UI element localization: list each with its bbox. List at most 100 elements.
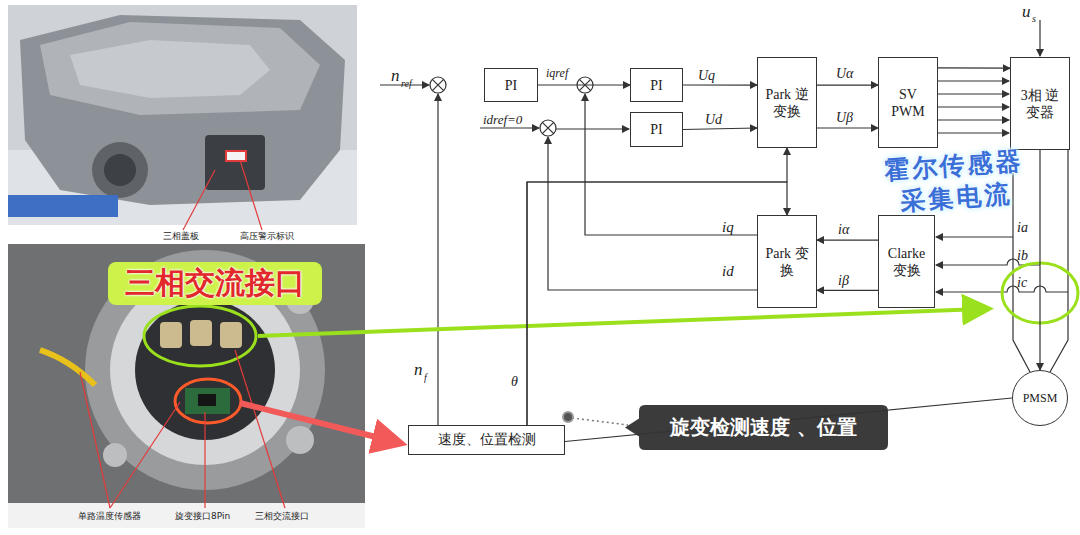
pwm-wires bbox=[938, 81, 1009, 133]
edge-label: Uβ bbox=[836, 110, 853, 126]
signal-name: iq bbox=[722, 219, 734, 236]
signal-subscript: ref bbox=[401, 78, 412, 89]
signal-connector bbox=[817, 84, 878, 85]
motor-circle: PMSM bbox=[1012, 370, 1068, 426]
node-text: PI bbox=[650, 121, 662, 138]
signal-name: ic bbox=[1017, 275, 1027, 291]
resolver-connector bbox=[198, 394, 216, 406]
terminal bbox=[160, 322, 182, 348]
part-label: 单路温度传感器 bbox=[78, 510, 141, 523]
warning-sticker bbox=[225, 150, 247, 162]
leader-line bbox=[235, 350, 285, 508]
signal-name: idref=0 bbox=[483, 112, 522, 128]
signal-wire bbox=[556, 128, 629, 129]
node-text: 速度、位置检测 bbox=[438, 431, 536, 449]
engine-cover bbox=[70, 40, 270, 98]
edge-label: iβ bbox=[838, 273, 849, 289]
part-label: 旋变接口8Pin bbox=[175, 510, 230, 523]
pointer-arrow bbox=[258, 309, 982, 336]
signal-name: id bbox=[722, 263, 734, 280]
callout-box: 旋变检测速度 、位置 bbox=[625, 405, 888, 450]
node-text: PI bbox=[650, 77, 662, 94]
node-text: Park 变换 bbox=[764, 245, 810, 279]
signal-name: n bbox=[414, 360, 423, 380]
dotted-leader bbox=[572, 418, 628, 425]
pwm-wire bbox=[938, 80, 1009, 81]
pwm-wire bbox=[938, 119, 1009, 120]
leader-line bbox=[110, 402, 180, 508]
dc-bus-wire bbox=[1039, 20, 1040, 56]
node-text: PI bbox=[505, 77, 517, 94]
signal-name: n bbox=[391, 66, 400, 86]
edge-label: Ud bbox=[705, 112, 722, 128]
signal-wire bbox=[480, 127, 539, 128]
detection-box: 速度、位置检测 bbox=[408, 425, 565, 455]
id-feedback-wire bbox=[548, 137, 757, 290]
resolver-pcb bbox=[185, 388, 230, 414]
callout-note: 霍尔传感器 采集电流 bbox=[868, 144, 1042, 220]
speed-feedback-wire bbox=[437, 94, 438, 425]
node-text: PMSM bbox=[1023, 391, 1058, 406]
node-text: SV PWM bbox=[885, 86, 931, 120]
pwm-box: SV PWM bbox=[878, 57, 938, 148]
leader-line bbox=[80, 372, 110, 508]
callout-banner: 三相交流接口 bbox=[108, 262, 322, 305]
phase-wire bbox=[1050, 150, 1068, 372]
signal-connector bbox=[683, 128, 757, 130]
terminal bbox=[220, 322, 242, 348]
pwm-wire bbox=[938, 132, 1009, 133]
signal-connector bbox=[683, 84, 757, 85]
iq-feedback-wire bbox=[585, 94, 757, 235]
signal-connector bbox=[527, 182, 787, 425]
signal-subscript: f bbox=[424, 372, 427, 383]
part-label: 高压警示标识 bbox=[240, 230, 294, 243]
terminal bbox=[190, 320, 212, 346]
node-text: 三相交流接口 bbox=[125, 263, 305, 304]
pwm-wire bbox=[938, 93, 1009, 94]
engine-port bbox=[104, 154, 136, 186]
leader-line bbox=[204, 412, 205, 508]
signal-name: ia bbox=[1017, 220, 1028, 236]
controller-box: PI bbox=[484, 68, 538, 102]
edge-label: Uq bbox=[698, 68, 715, 84]
engine-housing bbox=[20, 15, 345, 205]
edge-label: iqref bbox=[546, 66, 568, 81]
controller-box: PI bbox=[630, 112, 683, 147]
inverter-box: 3相 逆变器 bbox=[1010, 57, 1070, 150]
edge-label: θ bbox=[511, 374, 518, 390]
callout-outline bbox=[625, 405, 888, 450]
signal-connector bbox=[817, 127, 878, 128]
signal-connector bbox=[538, 84, 630, 85]
sensor-wire bbox=[40, 350, 95, 385]
edge-label: iα bbox=[838, 222, 849, 238]
bolt-hole bbox=[286, 426, 314, 454]
photo-background bbox=[8, 244, 365, 528]
label-strip bbox=[8, 225, 357, 242]
signal-connector bbox=[565, 398, 1012, 442]
part-label: 三相交流接口 bbox=[255, 510, 309, 523]
highlight-ellipse bbox=[144, 306, 256, 366]
node-text: Park 逆变换 bbox=[764, 86, 810, 120]
part-label: 三相盖板 bbox=[163, 230, 199, 243]
highlight-ellipse bbox=[175, 379, 241, 423]
warning-sticker bbox=[227, 152, 245, 160]
three-phase-cover bbox=[205, 135, 265, 190]
node-text: Clarke 变换 bbox=[885, 245, 928, 279]
signal-name: u bbox=[1022, 2, 1031, 22]
label-strip bbox=[8, 503, 365, 528]
transform-box: Park 变换 bbox=[757, 215, 817, 308]
transform-box: Park 逆变换 bbox=[757, 57, 817, 148]
pointer-arrow bbox=[240, 403, 396, 442]
engine-port bbox=[92, 142, 148, 198]
summing-junctions bbox=[430, 77, 593, 136]
node-text: 3相 逆变器 bbox=[1017, 87, 1063, 121]
signal-name: ib bbox=[1017, 248, 1028, 264]
controller-box: PI bbox=[630, 68, 683, 102]
signal-connector bbox=[1039, 150, 1040, 370]
signal-connector bbox=[817, 240, 878, 241]
leader-dot bbox=[563, 412, 573, 422]
leader-line bbox=[240, 160, 262, 230]
bolt-hole bbox=[103, 443, 127, 467]
